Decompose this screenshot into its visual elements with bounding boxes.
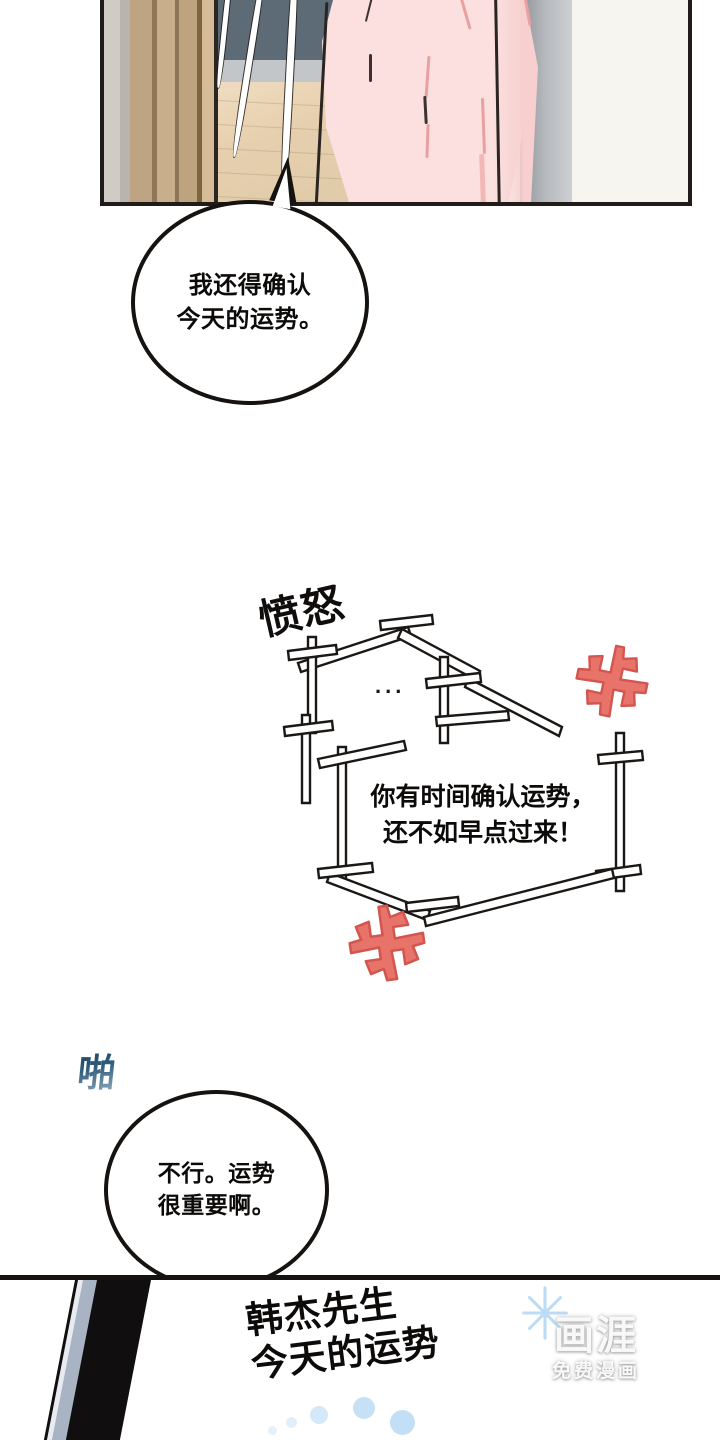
panel-bottom: 韩杰先生 今天的运势 xyxy=(0,1275,720,1440)
door-frame-slat xyxy=(175,0,179,202)
background-wall-bright xyxy=(572,0,688,202)
fortune-title-text: 韩杰先生 今天的运势 xyxy=(243,1282,443,1385)
sparkle-icon xyxy=(522,1286,568,1340)
panel-top-artwork xyxy=(104,0,688,202)
sfx-slap-text: 啪 xyxy=(75,1042,119,1097)
speech-bubble-1: 我还得确认 今天的运势。 xyxy=(131,200,369,405)
decorative-dot xyxy=(390,1410,415,1435)
door-frame-edge xyxy=(214,0,218,202)
angry-bubble-ellipsis: ... xyxy=(375,673,406,698)
speech-bubble-3-text: 不行。运势 很重要啊。 xyxy=(157,1160,276,1218)
door-frame-slat xyxy=(157,0,175,202)
angry-bubble-outline xyxy=(282,613,645,928)
decorative-dot xyxy=(268,1426,277,1435)
body-contour-line xyxy=(369,54,372,82)
speech-bubble-1-text: 我还得确认 今天的运势。 xyxy=(176,272,324,333)
watermark-subtitle-text: 免费漫画 xyxy=(552,1361,641,1382)
angry-bubble-text: 你有时间确认运势， 还不如早点过来！ xyxy=(370,783,596,847)
watermark: 画涯 免费漫画 xyxy=(552,1316,640,1381)
speech-bubble-3: 不行。运势 很重要啊。 xyxy=(104,1090,329,1290)
door-frame-slat xyxy=(130,0,152,202)
door-frame-slat xyxy=(104,0,120,202)
door-frame-slat xyxy=(152,0,157,202)
decorative-dot xyxy=(310,1406,328,1424)
door-frame-slat xyxy=(197,0,202,202)
angry-speech-bubble: ... 你有时间确认运势， 还不如早点过来！ xyxy=(280,613,670,935)
decorative-dot xyxy=(353,1397,375,1419)
decorative-dot xyxy=(286,1417,297,1428)
anger-vein-icon xyxy=(575,644,649,718)
door-frame-slat xyxy=(179,0,197,202)
watermark-logo-text: 画涯 xyxy=(554,1314,638,1358)
door-frame-slat xyxy=(202,0,214,202)
door-frame-slat xyxy=(120,0,130,202)
panel-top xyxy=(100,0,692,206)
anger-vein-icon xyxy=(348,904,426,982)
